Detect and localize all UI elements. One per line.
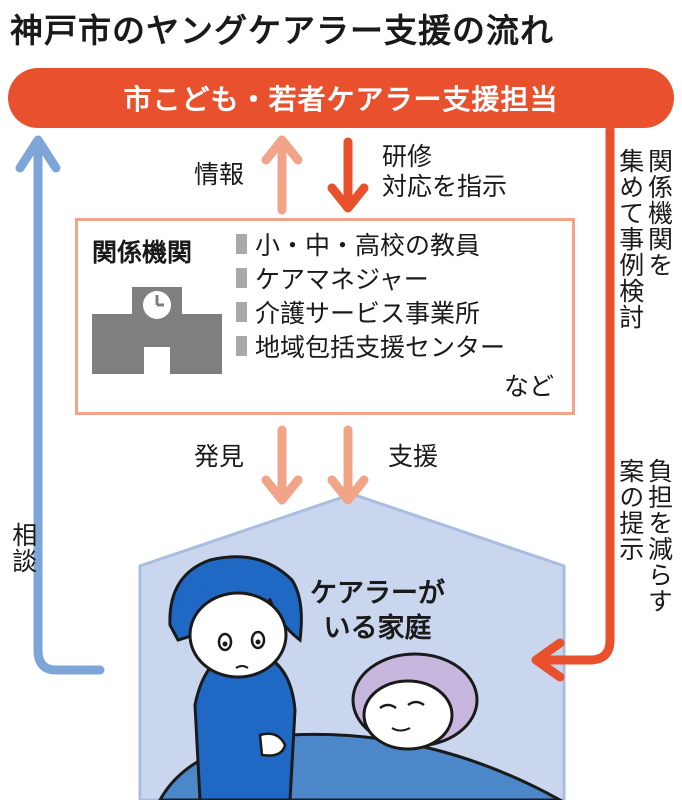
consult-arrow [33,145,105,675]
list-item: 地域包括支援センター [236,329,505,363]
list-item: 小・中・高校の教員 [236,227,505,261]
flow-label-info: 情報 [194,160,245,189]
support-arrowhead [327,475,369,505]
info-arrowhead [261,135,303,165]
organizations-title: 関係機関 [92,238,193,267]
case-review-arrowhead [531,638,565,682]
page-title: 神戸市のヤングケアラー支援の流れ [10,11,554,50]
consult-arrowhead [15,135,61,173]
list-item: 介護サービス事業所 [236,295,505,329]
flow-label-reduce-burden: 負担を減らす 案の提示 [615,458,674,614]
family-label: ケアラーが いる家庭 [310,578,445,645]
flow-label-support: 支援 [388,442,439,471]
training-arrowhead [327,183,369,213]
flow-label-discover: 発見 [194,442,245,471]
city-office-banner: 市こども・若者ケアラー支援担当 [8,68,674,128]
discover-arrowhead [261,475,303,505]
case-review-arrow [540,125,615,665]
list-item: ケアマネジャー [236,261,505,295]
organizations-box: 関係機関 小・中・高校の教員 ケアマネジャー 介護サービス事業所 地域包括支援セ… [75,218,575,415]
elder-illustration [351,652,479,751]
child-illustration [168,555,303,800]
flow-label-training: 研修 対応を指示 [382,142,508,201]
flow-label-consult: 相談 [8,522,38,574]
flow-label-case-review: 関係機関を 集めて事例検討 [615,148,674,330]
school-building-icon [92,287,222,374]
organizations-list: 小・中・高校の教員 ケアマネジャー 介護サービス事業所 地域包括支援センター [236,227,505,363]
organizations-etc: など [503,372,554,401]
